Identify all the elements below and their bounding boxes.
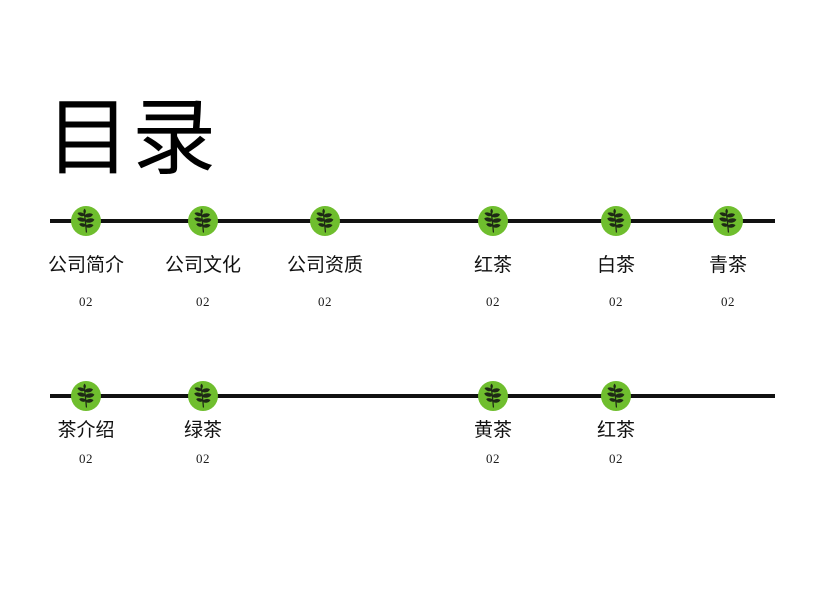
timeline-line xyxy=(50,394,775,398)
tea-leaf-icon[interactable] xyxy=(70,205,102,237)
toc-entry-number: 02 xyxy=(196,294,210,309)
toc-entry-number: 02 xyxy=(486,294,500,309)
tea-leaf-icon[interactable] xyxy=(309,205,341,237)
tea-leaf-icon[interactable] xyxy=(187,205,219,237)
tea-leaf-icon[interactable] xyxy=(712,205,744,237)
toc-entry-label[interactable]: 红茶 xyxy=(596,420,635,441)
toc-entry-number: 02 xyxy=(79,451,93,466)
toc-entry-number: 02 xyxy=(318,294,332,309)
tea-leaf-icon[interactable] xyxy=(600,380,632,412)
toc-entry-number: 02 xyxy=(486,451,500,466)
toc-entry-label[interactable]: 公司简介 xyxy=(47,255,124,276)
toc-entry-number: 02 xyxy=(196,451,210,466)
tea-leaf-icon[interactable] xyxy=(477,205,509,237)
tea-leaf-icon[interactable] xyxy=(187,380,219,412)
toc-entry-number: 02 xyxy=(79,294,93,309)
toc-entry-label[interactable]: 绿茶 xyxy=(183,420,222,441)
toc-entry-label[interactable]: 白茶 xyxy=(596,255,635,276)
timeline-line xyxy=(50,219,775,223)
toc-entry-label[interactable]: 青茶 xyxy=(708,255,747,276)
toc-entry-label[interactable]: 公司资质 xyxy=(286,255,363,276)
toc-entry-label[interactable]: 茶介绍 xyxy=(57,420,115,441)
tea-leaf-icon[interactable] xyxy=(600,205,632,237)
toc-entry-label[interactable]: 公司文化 xyxy=(164,255,241,276)
page-title: 目录 xyxy=(46,91,219,186)
toc-entry-number: 02 xyxy=(609,294,623,309)
tea-leaf-icon[interactable] xyxy=(70,380,102,412)
toc-entry-number: 02 xyxy=(721,294,735,309)
toc-entry-number: 02 xyxy=(609,451,623,466)
toc-entry-label[interactable]: 红茶 xyxy=(473,255,512,276)
toc-entry-label[interactable]: 黄茶 xyxy=(473,420,512,441)
tea-leaf-icon[interactable] xyxy=(477,380,509,412)
